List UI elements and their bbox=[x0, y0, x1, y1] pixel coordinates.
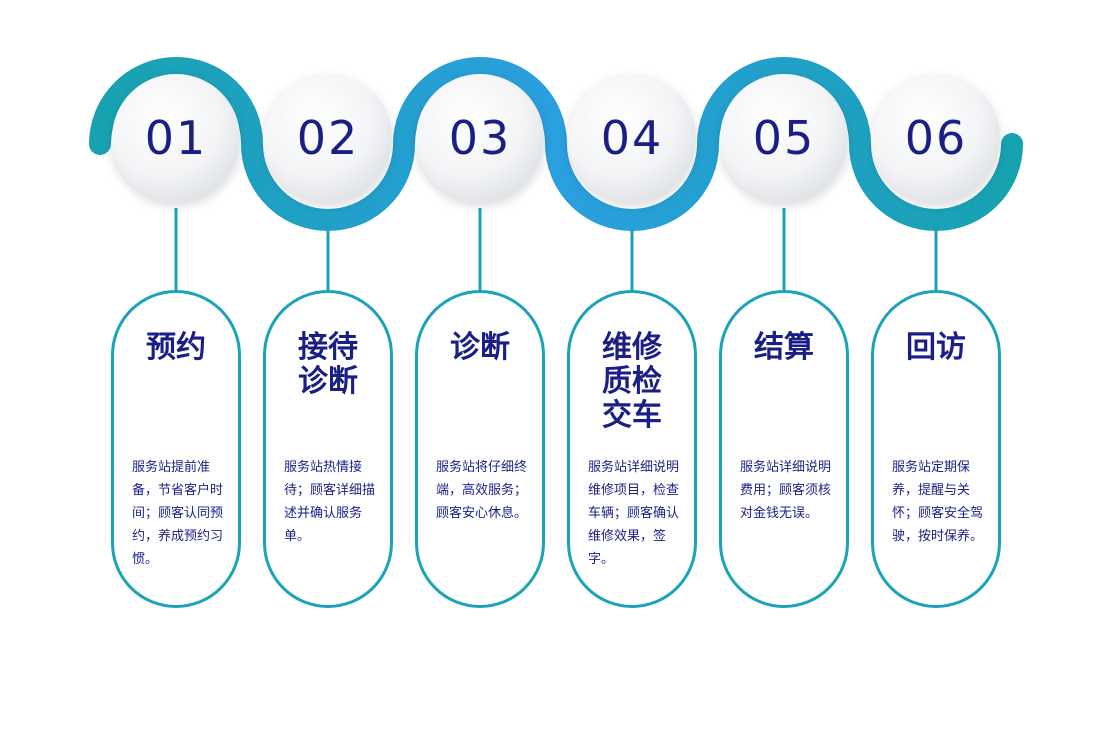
step-title: 维修 质检 交车 bbox=[602, 330, 662, 433]
step-title: 接待 诊断 bbox=[298, 330, 358, 399]
connector-lines bbox=[174, 208, 938, 292]
number-circle bbox=[872, 74, 1000, 202]
step-card-5: 结算 服务站详细说明费用；顾客须核对金钱无误。 bbox=[719, 290, 849, 608]
number-circle bbox=[416, 74, 544, 202]
step-title: 预约 bbox=[146, 330, 206, 365]
step-description: 服务站热情接待；顾客详细描述并确认服务单。 bbox=[284, 460, 376, 544]
step-title: 诊断 bbox=[450, 330, 510, 365]
number-circles bbox=[112, 74, 1000, 202]
step-description: 服务站将仔细终端，高效服务；顾客安心休息。 bbox=[436, 460, 528, 521]
step-title: 回访 bbox=[906, 330, 966, 365]
number-circle bbox=[568, 74, 696, 202]
step-card-1: 预约 服务站提前准备，节省客户时间；顾客认同预约，养成预约习惯。 bbox=[111, 290, 241, 608]
step-card-3: 诊断 服务站将仔细终端，高效服务；顾客安心休息。 bbox=[415, 290, 545, 608]
wave-ribbon bbox=[89, 57, 1023, 231]
number-circle bbox=[264, 74, 392, 202]
step-number: 01 bbox=[145, 111, 208, 165]
step-description: 服务站定期保养，提醒与关怀；顾客安全驾驶，按时保养。 bbox=[892, 460, 984, 544]
step-title: 结算 bbox=[754, 330, 814, 365]
step-number: 04 bbox=[601, 111, 664, 165]
step-card-2: 接待 诊断 服务站热情接待；顾客详细描述并确认服务单。 bbox=[263, 290, 393, 608]
step-number: 02 bbox=[297, 111, 360, 165]
step-description: 服务站详细说明维修项目，检查车辆；顾客确认维修效果，签字。 bbox=[588, 460, 680, 567]
step-numbers: 01 02 03 04 05 06 bbox=[145, 111, 968, 165]
step-card-4: 维修 质检 交车 服务站详细说明维修项目，检查车辆；顾客确认维修效果，签字。 bbox=[567, 290, 697, 608]
number-circle bbox=[112, 74, 240, 202]
step-number: 05 bbox=[753, 111, 816, 165]
step-description: 服务站详细说明费用；顾客须核对金钱无误。 bbox=[740, 460, 832, 521]
number-circle bbox=[720, 74, 848, 202]
step-description: 服务站提前准备，节省客户时间；顾客认同预约，养成预约习惯。 bbox=[132, 460, 224, 567]
step-number: 06 bbox=[905, 111, 968, 165]
step-card-6: 回访 服务站定期保养，提醒与关怀；顾客安全驾驶，按时保养。 bbox=[871, 290, 1001, 608]
step-number: 03 bbox=[449, 111, 512, 165]
